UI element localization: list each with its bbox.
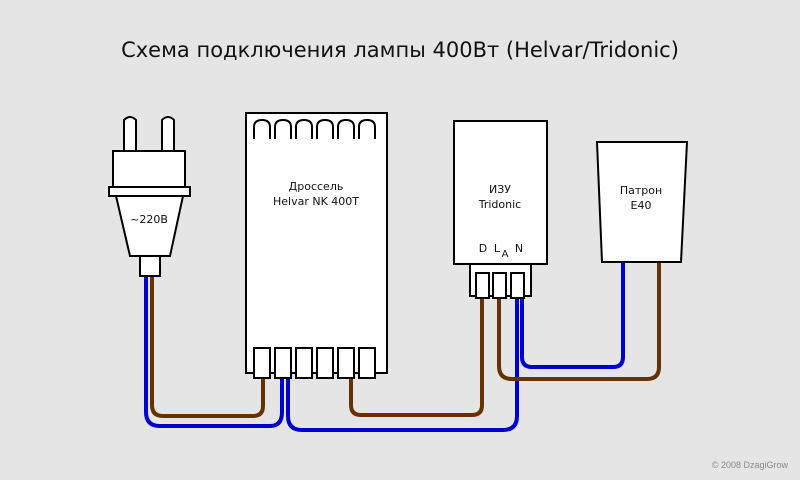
plug-pin-right: [161, 116, 175, 152]
ignitor-terminal-n: [510, 272, 525, 299]
ignitor-terminal-d: [475, 272, 490, 299]
ignitor-terminal-n-label: N: [515, 242, 523, 255]
socket-body: [595, 141, 689, 263]
socket-label-model: E40: [631, 199, 652, 212]
ballast-terminal: [316, 347, 334, 379]
ballast-vent-arch: [253, 118, 271, 139]
wire-ignitor-to-socket-live: [497, 262, 661, 381]
ballast-vent-arch: [295, 118, 313, 139]
wire-plug-to-ballast-neutral: [144, 276, 284, 428]
ignitor-label-model: Tridonic: [478, 198, 521, 211]
wire-ignitor-to-socket-neutral: [520, 262, 625, 369]
ignitor-terminal-l: [492, 272, 507, 299]
ignitor-label-name: ИЗУ: [489, 183, 511, 196]
copyright-notice: © 2008 DzagiGrow: [711, 460, 788, 470]
ballast-terminal: [358, 347, 376, 379]
plug-cone: [114, 195, 185, 257]
socket: Патрон E40: [595, 141, 689, 263]
ballast-terminal: [253, 347, 271, 379]
ballast-label-name: Дроссель: [289, 180, 344, 193]
ballast: Дроссель Helvar NK 400T: [245, 112, 388, 379]
ballast-vent-arch: [358, 118, 376, 139]
ignitor-terminal-l-subscript: A: [502, 249, 509, 260]
ballast-terminal: [337, 347, 355, 379]
plug: ~220В: [108, 116, 191, 277]
diagram-title: Схема подключения лампы 400Вт (Helvar/Tr…: [121, 38, 679, 62]
ballast-vent-arch: [274, 118, 292, 139]
plug-rim: [108, 186, 191, 197]
ignitor-terminal-l-label: L: [494, 242, 501, 255]
wire-plug-to-ballast-live: [150, 276, 265, 418]
wire-ballast-to-ignitor-live: [349, 298, 484, 417]
ballast-vent-arch: [316, 118, 334, 139]
ballast-terminal: [274, 347, 292, 379]
wire-ballast-to-ignitor-neutral: [286, 298, 519, 432]
plug-body: [112, 150, 186, 188]
ignitor: ИЗУ Tridonic D L A N: [453, 120, 548, 299]
plug-pin-left: [123, 116, 137, 152]
plug-label: ~220В: [130, 213, 168, 226]
ignitor-body: [453, 120, 548, 265]
ignitor-terminal-d-label: D: [479, 242, 487, 255]
socket-label-name: Патрон: [620, 184, 662, 197]
ballast-vent-arch: [337, 118, 355, 139]
ballast-body: [245, 112, 388, 374]
plug-cable-sleeve: [139, 255, 161, 277]
ballast-label-model: Helvar NK 400T: [273, 195, 359, 208]
ballast-terminal: [295, 347, 313, 379]
